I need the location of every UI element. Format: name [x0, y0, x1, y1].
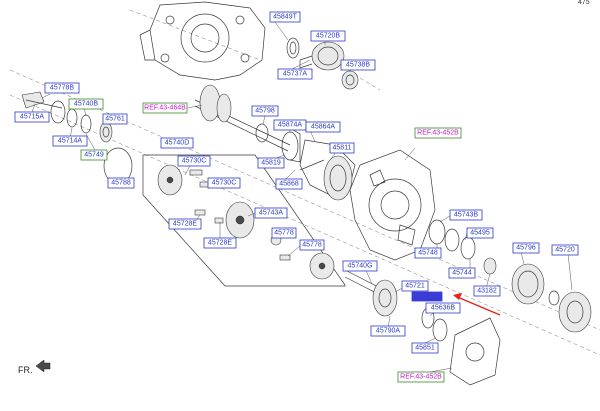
- input-shaft: [194, 84, 301, 163]
- svg-text:45748: 45748: [418, 250, 438, 257]
- highlight-arrow: [453, 293, 501, 316]
- right-drum-parts: [421, 219, 592, 342]
- part-label[interactable]: 45778B: [44, 82, 80, 94]
- svg-text:45714A: 45714A: [58, 138, 82, 145]
- svg-text:45874A: 45874A: [278, 122, 302, 129]
- part-labels: 45849T 45720B 45737A 45738B 45778B 45740…: [14, 11, 579, 383]
- part-label[interactable]: 45796: [512, 242, 540, 254]
- part-label[interactable]: 45740B: [68, 98, 104, 110]
- part-label[interactable]: 45749: [80, 149, 108, 161]
- ref-label[interactable]: REF.43-464B: [142, 102, 188, 114]
- assembly-guide-lines: [9, 9, 600, 356]
- part-label[interactable]: 45778: [299, 239, 325, 251]
- svg-text:45737A: 45737A: [283, 71, 307, 78]
- selected-part-highlight[interactable]: [411, 291, 443, 302]
- ref-label[interactable]: REF.43-452B: [397, 371, 445, 383]
- lower-shaft-assembly: [344, 270, 398, 317]
- svg-text:REF.43-452B: REF.43-452B: [417, 130, 459, 137]
- part-label[interactable]: 45721: [401, 280, 429, 292]
- svg-text:45728E: 45728E: [173, 221, 197, 228]
- svg-text:45740B: 45740B: [74, 101, 98, 108]
- svg-text:45730C: 45730C: [182, 158, 207, 165]
- part-label[interactable]: 45788: [107, 177, 135, 189]
- transmission-case-right: [349, 149, 436, 261]
- svg-text:45728E: 45728E: [208, 240, 232, 247]
- svg-text:45730C: 45730C: [212, 180, 237, 187]
- svg-text:45778: 45778: [274, 230, 294, 237]
- part-label[interactable]: 45714A: [52, 135, 88, 147]
- part-label[interactable]: 45730C: [207, 177, 241, 189]
- transmission-case-top: [139, 1, 266, 81]
- part-label[interactable]: 45740G: [342, 260, 378, 272]
- part-label[interactable]: 45811: [329, 142, 355, 154]
- svg-text:45720B: 45720B: [316, 33, 340, 40]
- svg-text:REF.43-464B: REF.43-464B: [144, 105, 186, 112]
- part-label[interactable]: 45720: [551, 244, 579, 256]
- left-shaft-assembly: [21, 91, 133, 185]
- part-label[interactable]: 45748: [414, 247, 442, 259]
- ref-label[interactable]: REF.43-452B: [414, 127, 462, 139]
- svg-text:45721: 45721: [405, 283, 425, 290]
- svg-text:45796: 45796: [516, 245, 536, 252]
- svg-text:45743A: 45743A: [259, 210, 283, 217]
- part-label[interactable]: 45495: [466, 227, 494, 239]
- upper-gear-set: [286, 37, 359, 90]
- part-label[interactable]: 45864A: [305, 121, 341, 133]
- svg-text:45495: 45495: [470, 230, 490, 237]
- svg-text:45738B: 45738B: [346, 62, 370, 69]
- svg-text:45720: 45720: [555, 247, 575, 254]
- svg-text:45761: 45761: [105, 116, 125, 123]
- svg-text:45636B: 45636B: [431, 305, 455, 312]
- part-label[interactable]: 45743A: [254, 207, 288, 219]
- part-label[interactable]: 45738B: [340, 59, 376, 71]
- svg-text:45851: 45851: [415, 345, 435, 352]
- svg-text:REF.43-452B: REF.43-452B: [400, 374, 442, 381]
- carrier-components: [157, 164, 335, 280]
- svg-text:45788: 45788: [111, 180, 131, 187]
- front-direction-marker: FR.: [18, 359, 51, 375]
- part-label[interactable]: 45790A: [370, 325, 406, 337]
- part-label[interactable]: 45730C: [177, 155, 211, 167]
- svg-text:45819: 45819: [261, 160, 281, 167]
- svg-text:45749: 45749: [84, 152, 104, 159]
- part-label[interactable]: 45744: [448, 267, 476, 279]
- svg-text:45744: 45744: [452, 270, 472, 277]
- svg-text:45798: 45798: [255, 108, 275, 115]
- part-label[interactable]: 45778: [271, 227, 297, 239]
- fr-label: FR.: [18, 365, 33, 375]
- part-label[interactable]: 43182: [473, 285, 501, 297]
- part-label[interactable]: 45715A: [14, 111, 50, 123]
- part-label[interactable]: 45743B: [449, 209, 483, 221]
- svg-text:45715A: 45715A: [20, 114, 44, 121]
- corner-text: 475: [578, 0, 590, 6]
- part-label[interactable]: 45798: [251, 105, 279, 117]
- svg-text:45790A: 45790A: [376, 328, 400, 335]
- part-label[interactable]: 45636B: [425, 302, 461, 314]
- svg-text:45868: 45868: [279, 181, 299, 188]
- svg-text:43182: 43182: [477, 288, 497, 295]
- planetary-carrier-box: [142, 154, 346, 287]
- svg-text:45740D: 45740D: [165, 140, 190, 147]
- part-label[interactable]: 45849T: [269, 11, 301, 23]
- svg-text:45740G: 45740G: [348, 263, 373, 270]
- part-label[interactable]: 45819: [257, 157, 285, 169]
- part-label[interactable]: 45874A: [273, 119, 307, 131]
- svg-text:45778: 45778: [302, 242, 322, 249]
- svg-text:45864A: 45864A: [311, 124, 335, 131]
- part-label[interactable]: 45728E: [168, 218, 202, 230]
- part-label[interactable]: 45720B: [310, 30, 346, 42]
- svg-text:45811: 45811: [333, 145, 352, 152]
- part-label[interactable]: 45851: [411, 342, 439, 354]
- svg-text:45778B: 45778B: [50, 85, 74, 92]
- part-label[interactable]: 45728E: [203, 237, 237, 249]
- part-label[interactable]: 45868: [275, 178, 303, 190]
- svg-text:45743B: 45743B: [454, 212, 478, 219]
- bottom-plate: [449, 317, 501, 386]
- svg-text:45849T: 45849T: [273, 14, 297, 21]
- part-label[interactable]: 45761: [102, 113, 128, 125]
- part-label[interactable]: 45737A: [277, 68, 313, 80]
- part-label[interactable]: 45740D: [160, 137, 194, 149]
